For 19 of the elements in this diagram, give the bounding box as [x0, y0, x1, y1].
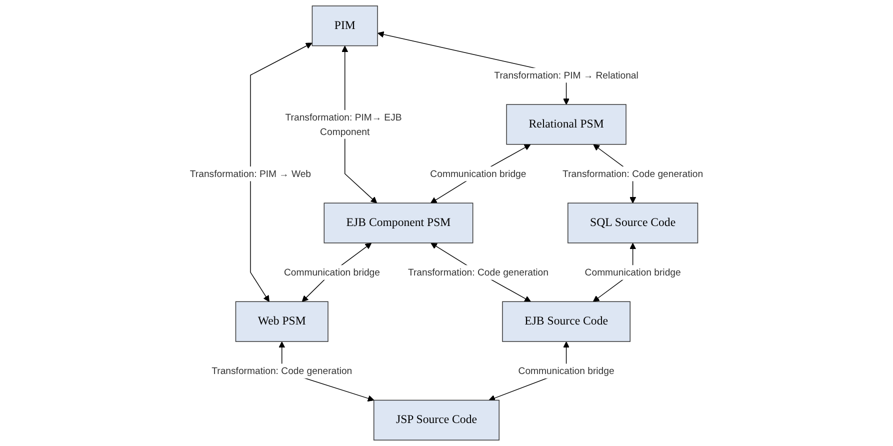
node-box: Web PSM	[235, 301, 328, 342]
node-box: EJB Component PSM	[324, 202, 474, 244]
edge-label: Transformation: Code generation	[212, 365, 352, 376]
node-box: SQL Source Code	[568, 202, 698, 244]
edge-label: Communication bridge	[584, 266, 681, 278]
edge-label: Transformation: PIM → Relational	[494, 69, 638, 80]
arrow	[250, 42, 312, 302]
edge-label: Communication bridge	[430, 168, 526, 180]
edge-label: Transformation: Code generation	[408, 266, 548, 278]
node-box: PIM	[312, 6, 378, 46]
node-box: JSP Source Code	[373, 400, 500, 440]
node-box: Relational PSM	[506, 104, 626, 145]
node-box: EJB Source Code	[502, 301, 630, 342]
edge-label: Communication bridge	[518, 365, 614, 376]
edge-label: Transformation: PIM → Web	[190, 168, 312, 180]
edge-label: Communication bridge	[284, 266, 380, 278]
arrow	[430, 144, 531, 204]
edge-label: Transformation: Code generation	[562, 168, 704, 180]
edge-label: Transformation: PIM→ EJB Component	[285, 112, 402, 137]
